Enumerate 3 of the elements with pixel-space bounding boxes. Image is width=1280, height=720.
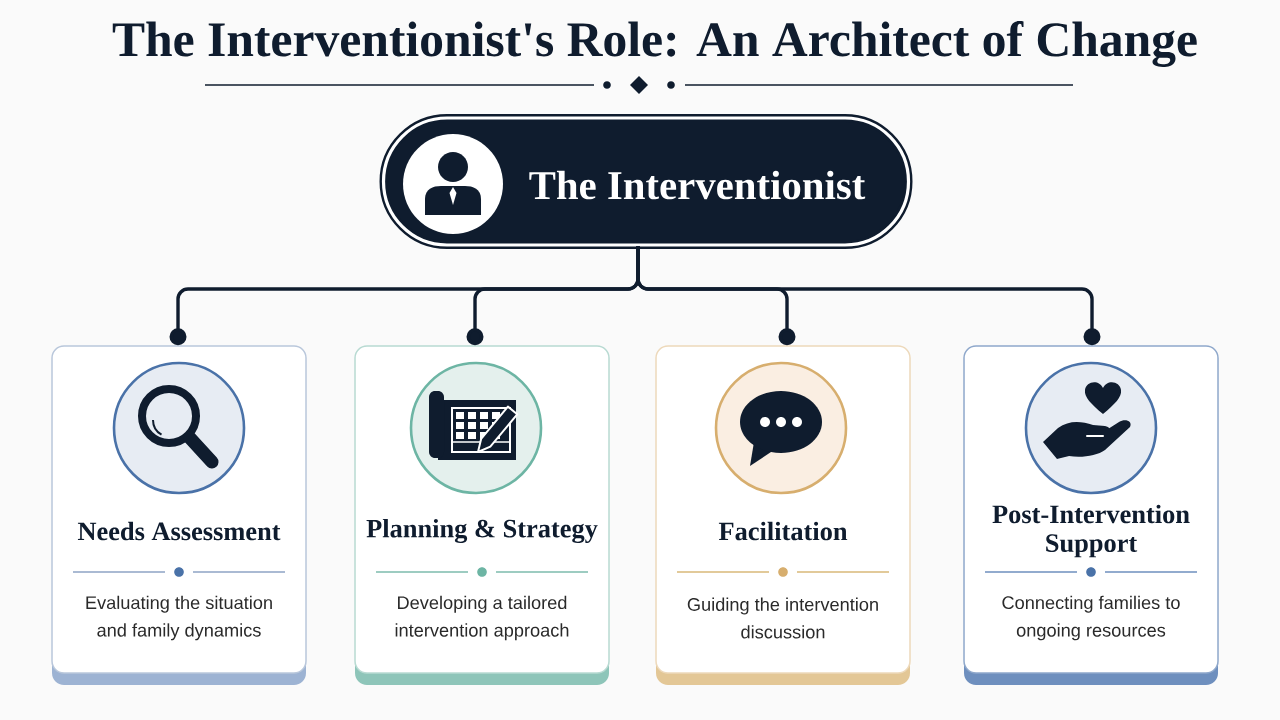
pill-label: The Interventionist <box>529 170 866 200</box>
connector <box>636 246 1101 346</box>
title: The Interventionist's Role: An Architect of Change <box>112 21 1197 67</box>
